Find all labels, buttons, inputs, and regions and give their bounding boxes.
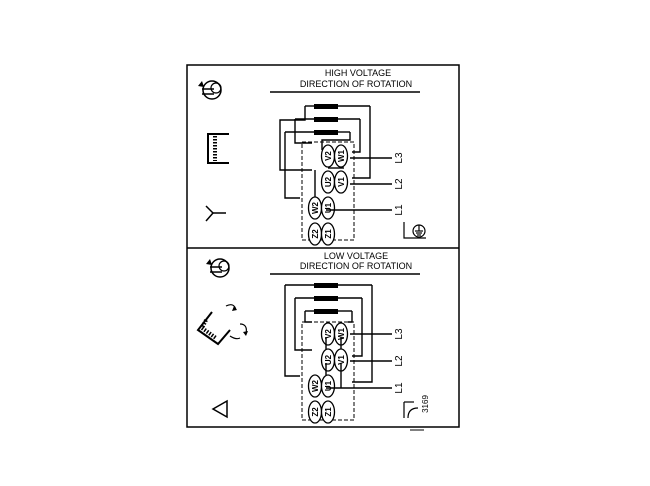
- terminal-label: U1: [324, 202, 333, 213]
- terminal-ring: [333, 144, 349, 168]
- line-label-l3: L3: [394, 328, 405, 340]
- terminal-z2: Z2: [307, 400, 323, 424]
- supply-lines: [326, 157, 392, 211]
- low-voltage-subtitle: DIRECTION OF ROTATION: [300, 261, 412, 271]
- line-label-l1: L1: [394, 382, 405, 394]
- terminal-z1: Z1: [320, 222, 336, 246]
- high-voltage-section: HIGH VOLTAGE DIRECTION OF ROTATION: [198, 68, 426, 246]
- terminal-label: V2: [324, 329, 333, 339]
- terminal-z2: Z2: [307, 222, 323, 246]
- terminal-label: Z2: [311, 229, 320, 239]
- terminal-ring: [320, 196, 336, 220]
- terminal-label: V1: [337, 355, 346, 365]
- terminal-u1: U1: [320, 196, 336, 220]
- delta-links: [325, 337, 342, 388]
- terminal-v1: V1: [333, 170, 349, 194]
- high-voltage-subtitle: DIRECTION OF ROTATION: [300, 79, 412, 89]
- terminal-u2: U2: [320, 348, 336, 372]
- delta-bracket-icon: [196, 304, 248, 346]
- terminal-u2: U2: [320, 170, 336, 194]
- line-label-l1: L1: [394, 204, 405, 216]
- ground-icon: [403, 222, 426, 239]
- terminal-label: Z1: [324, 229, 333, 239]
- line-label-l2: L2: [394, 178, 405, 190]
- terminal-ring: [320, 222, 336, 246]
- high-voltage-title: HIGH VOLTAGE: [325, 68, 391, 78]
- delta-icon: [211, 399, 228, 419]
- star-icon: [205, 205, 226, 222]
- terminal-ring: [320, 400, 336, 424]
- supply-lines: [326, 333, 392, 389]
- terminal-label: W2: [311, 201, 320, 214]
- terminal-label: V2: [324, 151, 333, 161]
- terminal-w2: W2: [307, 196, 323, 220]
- line-label-l2: L2: [394, 355, 405, 367]
- rotation-arrow-icon: [198, 80, 222, 100]
- terminal-v2: V2: [320, 144, 336, 168]
- frame: [186, 64, 460, 428]
- terminal-label: U1: [324, 380, 333, 391]
- terminal-label: Z1: [324, 407, 333, 417]
- terminal-label: U2: [324, 354, 333, 365]
- terminal-u1: U1: [320, 374, 336, 398]
- terminal-label: W1: [337, 327, 346, 340]
- terminal-w2: W2: [307, 374, 323, 398]
- low-voltage-title: LOW VOLTAGE: [324, 251, 388, 261]
- low-voltage-section: LOW VOLTAGE DIRECTION OF ROTATION: [196, 251, 430, 431]
- terminal-label: W2: [311, 379, 320, 392]
- terminal-label: W1: [337, 149, 346, 162]
- terminal-ring: [333, 170, 349, 194]
- terminal-label: U2: [324, 176, 333, 187]
- terminal-label: Z2: [311, 407, 320, 417]
- terminal-z1: Z1: [320, 400, 336, 424]
- drawing-code: 3169: [421, 395, 430, 413]
- line-label-l3: L3: [394, 152, 405, 164]
- winding-coils: [279, 104, 371, 199]
- ground-icon: [403, 401, 419, 419]
- terminal-label: V1: [337, 177, 346, 187]
- winding-coils: [284, 283, 373, 383]
- terminal-v2: V2: [320, 322, 336, 346]
- terminal-w1: W1: [333, 144, 349, 168]
- rotation-arrow-icon: [206, 258, 230, 278]
- bracket-icon: [207, 133, 229, 164]
- terminal-ring: [320, 374, 336, 398]
